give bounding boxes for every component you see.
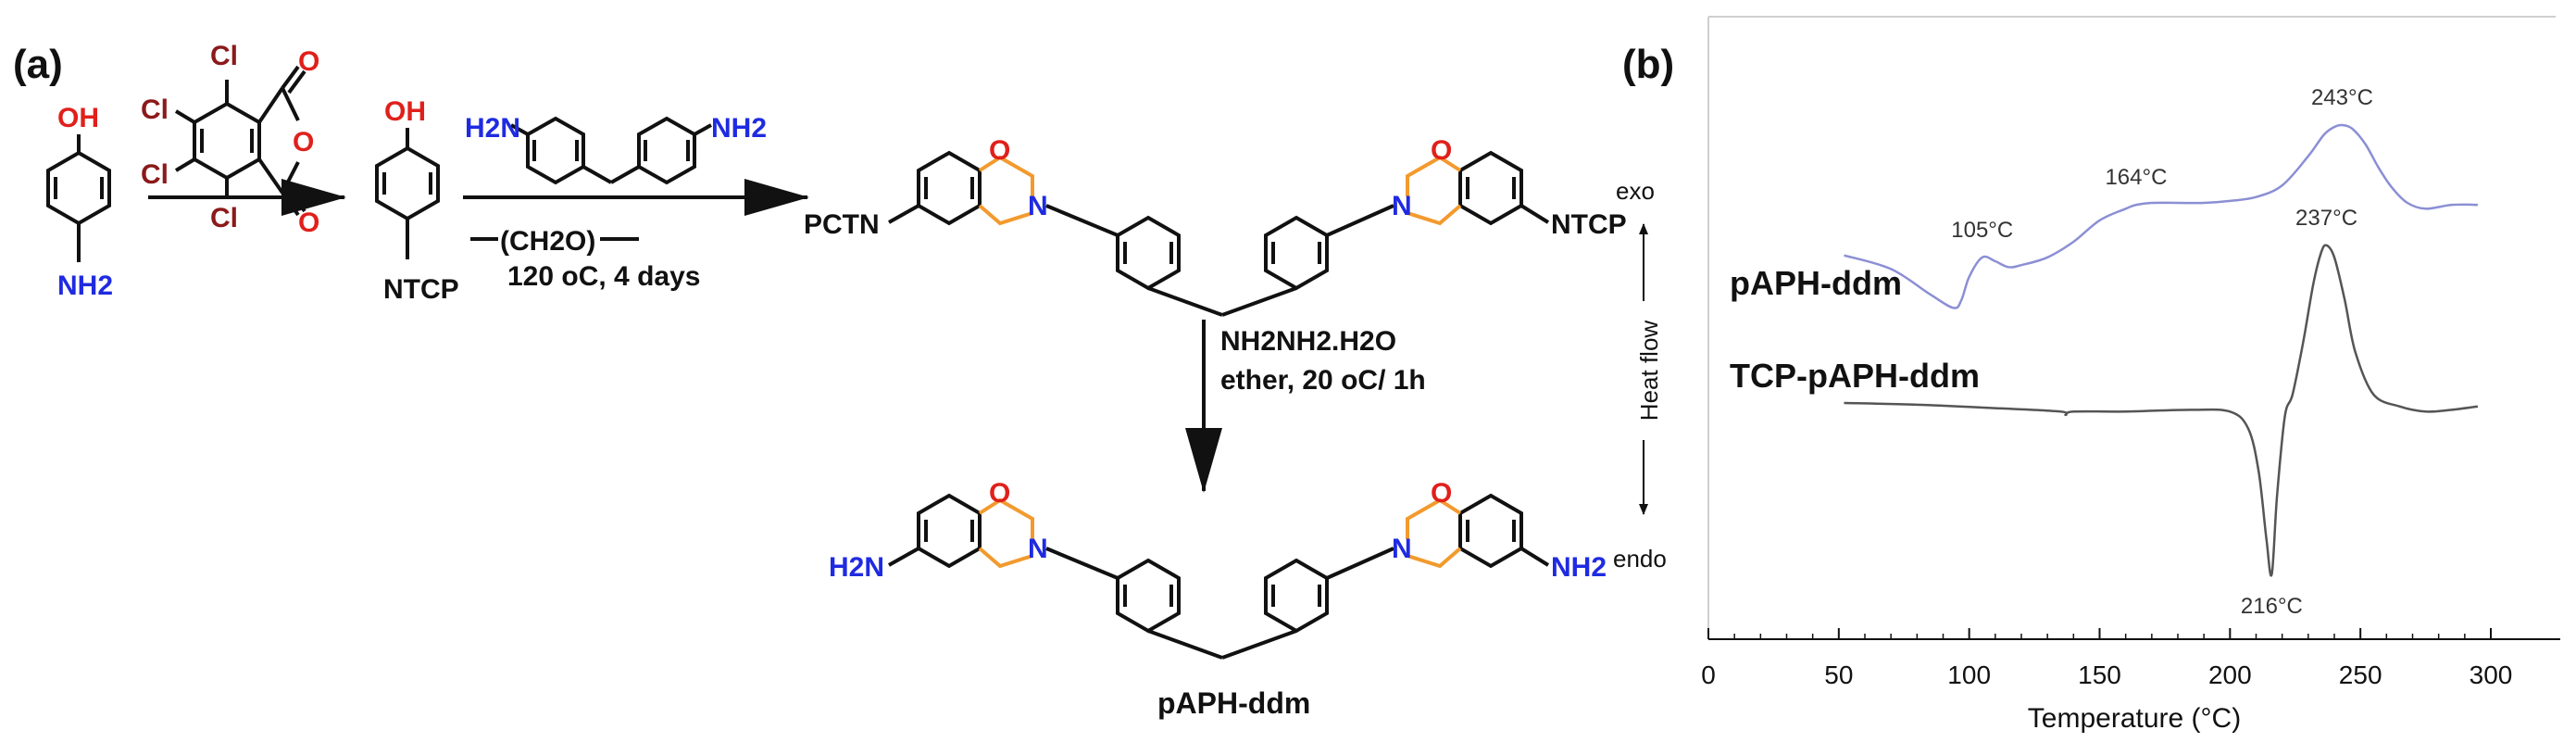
paph-ddm-o-right: O (1431, 478, 1452, 509)
panel-b-label: (b) (1622, 42, 1674, 87)
paph-ddm-molecule (888, 493, 1550, 660)
conditions-1: 120 oC, 4 days (507, 261, 700, 292)
anhydride-o-ring: O (293, 127, 314, 157)
series-line-tcp-paph-ddm (1844, 244, 2479, 577)
anhydride-molecule (174, 65, 306, 217)
paph-ddm-nh2: NH2 (1551, 552, 1607, 583)
anhydride-o-top: O (298, 46, 319, 77)
tcp-benzoxazine-molecule (888, 150, 1550, 317)
x-tick-label: 300 (2470, 661, 2513, 689)
paph-ddm-h2n: H2N (829, 552, 884, 583)
aminophenol-nh2: NH2 (57, 271, 113, 301)
ddm-molecule (510, 116, 712, 185)
tcp-benzoxazine-o-right: O (1431, 135, 1452, 166)
ddm-h2n: H2N (465, 113, 520, 144)
intermediate-molecule (375, 128, 440, 259)
ddm-nh2: NH2 (711, 113, 767, 144)
x-tick-label: 50 (1824, 661, 1853, 689)
paph-ddm-o-left: O (989, 478, 1010, 509)
peak-label: 243°C (2311, 85, 2373, 110)
x-ticks (1707, 628, 2492, 639)
tcp-benzoxazine-n-left: N (1028, 191, 1048, 221)
peak-label: 216°C (2241, 594, 2303, 619)
anhydride-cl-2: Cl (141, 94, 169, 125)
peak-annotations: 105°C 164°C 243°C 237°C 216°C (1951, 85, 2373, 619)
anhydride-cl-1: Cl (210, 41, 238, 71)
x-tick-label: 0 (1701, 661, 1716, 689)
peak-label: 105°C (1951, 218, 2013, 243)
anhydride-cl-3: Cl (141, 159, 169, 190)
anhydride-cl-4: Cl (210, 203, 238, 233)
tcp-benzoxazine-right-end: NTCP (1551, 209, 1627, 240)
x-tick-label: 200 (2208, 661, 2252, 689)
x-tick-labels: 0 50 100 150 200 250 300 (1701, 661, 2512, 689)
paph-ddm-n-right: N (1392, 534, 1412, 564)
series-label-tcp-paph-ddm: TCP-pAPH-ddm (1730, 357, 1980, 395)
anhydride-o-bottom: O (298, 208, 319, 238)
paph-ddm-name: pAPH-ddm (1157, 686, 1310, 720)
tcp-benzoxazine-left-end: PCTN (804, 209, 880, 240)
x-tick-label: 150 (2078, 661, 2121, 689)
endo-label: endo (1613, 545, 1667, 573)
aminophenol-oh: OH (57, 103, 99, 133)
step2-reagent: NH2NH2.H2O (1220, 326, 1396, 357)
tcp-benzoxazine-o-left: O (989, 135, 1010, 166)
panel-a-label: (a) (13, 42, 63, 87)
step2-conditions: ether, 20 oC/ 1h (1220, 365, 1426, 396)
intermediate-ntcp: NTCP (383, 274, 459, 305)
paph-ddm-n-left: N (1028, 534, 1048, 564)
series-line-paph-ddm (1844, 123, 2478, 309)
formaldehyde-label: (CH2O) (500, 226, 595, 257)
aminophenol-molecule (46, 134, 111, 262)
x-tick-label: 250 (2339, 661, 2382, 689)
x-tick-label: 100 (1947, 661, 1991, 689)
series-label-paph-ddm: pAPH-ddm (1730, 264, 1902, 302)
peak-label: 164°C (2105, 165, 2167, 190)
x-axis-label: Temperature (°C) (2028, 703, 2241, 734)
y-axis-label: Heat flow (1635, 321, 1663, 422)
peak-label: 237°C (2295, 206, 2357, 231)
tcp-benzoxazine-n-right: N (1392, 191, 1412, 221)
intermediate-oh: OH (384, 96, 426, 127)
exo-label: exo (1616, 177, 1655, 205)
